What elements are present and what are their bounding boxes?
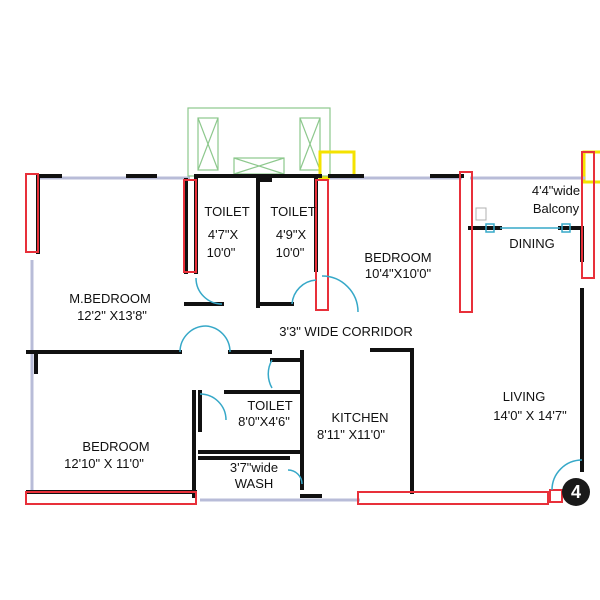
bedroom-bottom-size: 12'10" X 11'0" bbox=[64, 456, 144, 471]
toilet-2-name: TOILET bbox=[270, 204, 316, 219]
dining-pillar-left bbox=[485, 223, 495, 233]
shaft-right bbox=[582, 150, 600, 184]
living-name: LIVING bbox=[502, 389, 546, 404]
wash-width: 3'7"wide bbox=[229, 460, 279, 475]
bedroom-bottom-name: BEDROOM bbox=[82, 439, 150, 454]
toilet-1-name: TOILET bbox=[204, 204, 250, 219]
toilet-3-size: 8'0"X4'6" bbox=[238, 414, 290, 429]
toilet-2-size-a: 4'9"X bbox=[275, 227, 307, 242]
door-swings bbox=[179, 227, 583, 491]
living-size: 14'0" X 14'7" bbox=[493, 408, 567, 423]
master-bedroom-name: M.BEDROOM bbox=[69, 291, 151, 306]
kitchen-name: KITCHEN bbox=[331, 410, 389, 425]
wash-name: WASH bbox=[234, 476, 274, 491]
balcony-name: Balcony bbox=[532, 201, 580, 216]
balcony-width: 4'4"wide bbox=[531, 183, 581, 198]
unit-number-badge: 4 bbox=[562, 478, 590, 506]
window-frames bbox=[25, 151, 595, 505]
bedroom-top-size: 10'4"X10'0" bbox=[364, 266, 432, 281]
toilet-1-size-b: 10'0" bbox=[206, 245, 236, 260]
duct-area bbox=[187, 107, 331, 177]
small-fixture bbox=[475, 207, 487, 221]
master-bedroom-size: 12'2" X13'8" bbox=[77, 308, 147, 323]
dining-pillar-right bbox=[561, 223, 571, 233]
toilet-2-size-b: 10'0" bbox=[275, 245, 305, 260]
dining-name: DINING bbox=[509, 236, 555, 251]
toilet-3-name: TOILET bbox=[247, 398, 293, 413]
toilet-1-size-a: 4'7"X bbox=[207, 227, 239, 242]
kitchen-size: 8'11" X11'0" bbox=[317, 427, 385, 442]
bedroom-top-name: BEDROOM bbox=[364, 250, 432, 265]
corridor-label: 3'3" WIDE CORRIDOR bbox=[279, 324, 413, 339]
